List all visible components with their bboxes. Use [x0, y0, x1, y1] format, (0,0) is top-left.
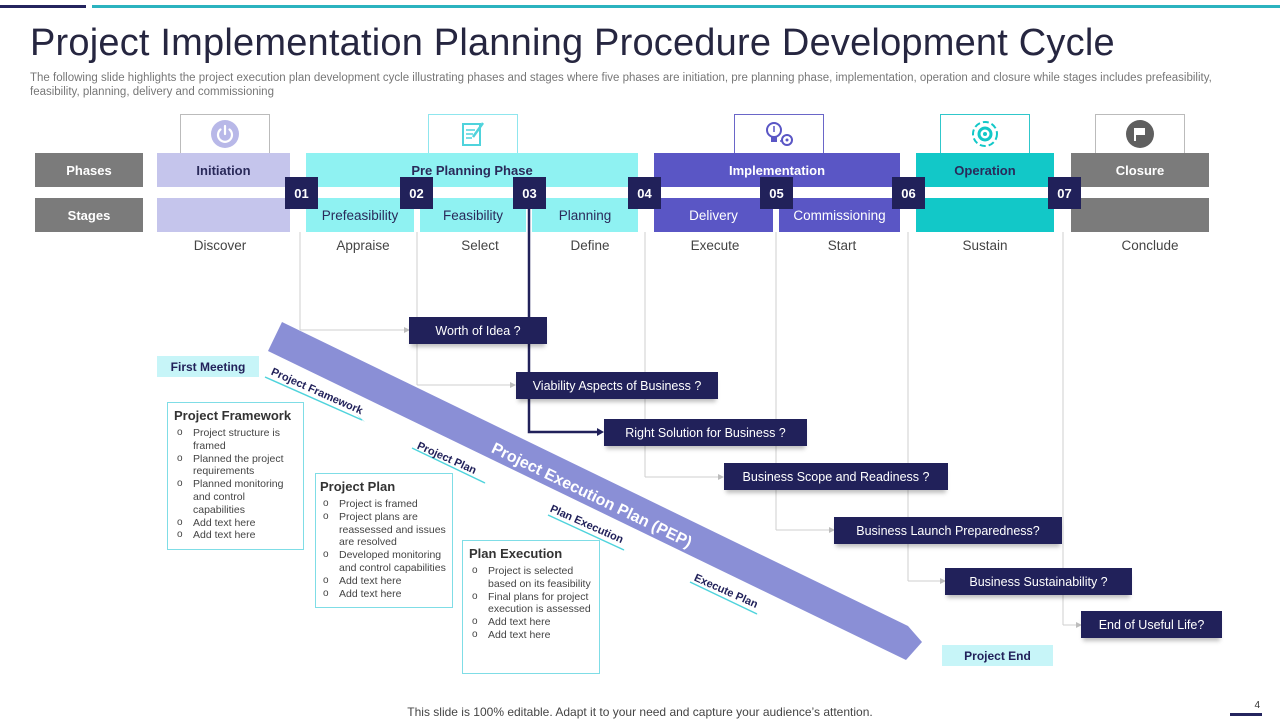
top-accent-bar-teal: [92, 5, 1280, 8]
card-list: Project is selected based on its feasibi…: [469, 565, 593, 642]
card-plan-execution: Plan Execution Project is selected based…: [462, 540, 600, 674]
connector-03: [527, 205, 598, 434]
step-number-04: 04: [628, 177, 661, 209]
phase-icon-box-implementation: [734, 114, 824, 153]
list-item: Add text here: [174, 517, 297, 530]
pep-arrow: [268, 322, 922, 660]
step-number-06: 06: [892, 177, 925, 209]
question-viability: Viability Aspects of Business ?: [516, 372, 718, 399]
activity-conclude: Conclude: [1121, 238, 1179, 253]
phase-initiation: Initiation: [157, 153, 290, 187]
stage-cell-operation: [916, 198, 1054, 232]
stage-commissioning: Commissioning: [779, 198, 900, 232]
question-right-solution: Right Solution for Business ?: [604, 419, 807, 446]
power-icon: [211, 120, 239, 148]
card-title: Project Plan: [320, 479, 396, 494]
project-end-label: Project End: [942, 645, 1053, 666]
phase-icon-box-pre-planning: [428, 114, 518, 153]
top-accent-bar-dark: [0, 5, 86, 8]
page-number: 4: [1254, 700, 1260, 711]
step-number-02: 02: [400, 177, 433, 209]
stage-cell-initiation: [157, 198, 290, 232]
activity-define: Define: [570, 238, 610, 253]
first-meeting-label: First Meeting: [157, 356, 259, 377]
page-subtitle: The following slide highlights the proje…: [30, 72, 1212, 98]
question-scope-readiness: Business Scope and Readiness ?: [724, 463, 948, 490]
question-sustainability: Business Sustainability ?: [945, 568, 1132, 595]
stage-prefeasibility: Prefeasibility: [306, 198, 414, 232]
activity-start: Start: [827, 238, 857, 253]
footer-note: This slide is 100% editable. Adapt it to…: [407, 705, 873, 719]
phase-closure: Closure: [1071, 153, 1209, 187]
phase-icon-box-operation: [940, 114, 1030, 153]
lightbulb-gear-icon: [766, 122, 793, 146]
document-edit-icon: [462, 122, 485, 146]
phase-pre-planning: Pre Planning Phase: [306, 153, 638, 187]
card-project-framework: Project Framework Project structure is f…: [167, 402, 304, 550]
phase-implementation: Implementation: [654, 153, 900, 187]
list-item: Add text here: [174, 529, 297, 542]
gear-cycle-icon: [972, 121, 998, 147]
card-title: Plan Execution: [469, 546, 563, 561]
step-number-03: 03: [513, 177, 546, 209]
activity-execute: Execute: [690, 238, 740, 253]
stage-planning: Planning: [532, 198, 638, 232]
card-list: Project is framed Project plans are reas…: [320, 498, 448, 600]
step-number-07: 07: [1048, 177, 1081, 209]
activity-appraise: Appraise: [336, 238, 390, 253]
list-item: Project is framed: [320, 498, 448, 511]
row-label-stages: Stages: [35, 198, 143, 232]
question-launch-preparedness: Business Launch Preparedness?: [834, 517, 1062, 544]
phase-operation: Operation: [916, 153, 1054, 187]
list-item: Developed monitoring and control capabil…: [320, 549, 448, 575]
list-item: Add text here: [469, 616, 593, 629]
phase-icon-box-initiation: [180, 114, 270, 153]
phase-icon-box-closure: [1095, 114, 1185, 153]
list-item: Add text here: [469, 629, 593, 642]
activity-sustain: Sustain: [962, 238, 1008, 253]
row-label-phases: Phases: [35, 153, 143, 187]
list-item: Project plans are reassessed and issues …: [320, 511, 448, 549]
question-worth-of-idea: Worth of Idea ?: [409, 317, 547, 344]
list-item: Planned the project requirements: [174, 453, 297, 479]
list-item: Add text here: [320, 575, 448, 588]
step-number-01: 01: [285, 177, 318, 209]
list-item: Final plans for project execution is ass…: [469, 591, 593, 617]
list-item: Project is selected based on its feasibi…: [469, 565, 593, 591]
step-number-05: 05: [760, 177, 793, 209]
activity-discover: Discover: [193, 238, 247, 253]
page-number-underline: [1230, 713, 1262, 716]
question-end-of-life: End of Useful Life?: [1081, 611, 1222, 638]
stage-feasibility: Feasibility: [420, 198, 526, 232]
list-item: Project structure is framed: [174, 427, 297, 453]
list-item: Add text here: [320, 588, 448, 601]
card-project-plan: Project Plan Project is framed Project p…: [315, 473, 453, 608]
activity-select: Select: [461, 238, 499, 253]
stage-cell-closure: [1071, 198, 1209, 232]
card-title: Project Framework: [174, 408, 292, 423]
stage-delivery: Delivery: [654, 198, 773, 232]
list-item: Planned monitoring and control capabilit…: [174, 478, 297, 516]
card-list: Project structure is framed Planned the …: [174, 427, 297, 542]
stop-flag-icon: [1126, 120, 1154, 148]
page-title: Project Implementation Planning Procedur…: [30, 22, 1115, 64]
